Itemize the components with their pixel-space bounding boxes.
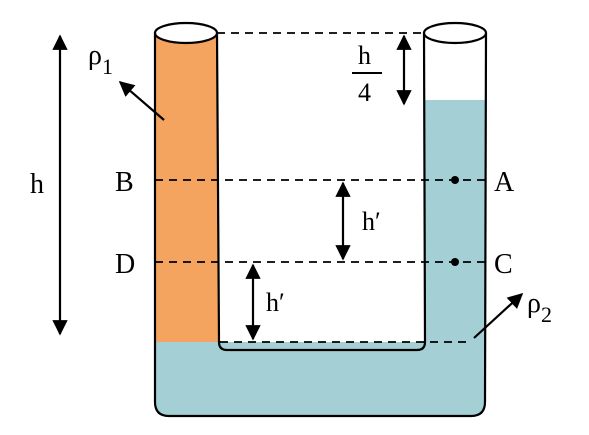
u-tube-outer-wall	[153, 32, 488, 418]
point-a-label: A	[494, 167, 515, 198]
liquid-1-left-column	[155, 35, 218, 342]
rho-2-subscript: 2	[541, 302, 552, 327]
right-tube-opening	[422, 21, 488, 45]
fraction-denominator: 4	[358, 78, 371, 107]
rho-1-subscript: 1	[102, 54, 113, 79]
point-a-dot	[451, 176, 459, 184]
h-prime-lower-label: h′	[266, 288, 285, 317]
rho-1-label: ρ1	[88, 40, 113, 79]
u-tube-inner-wall	[215, 32, 427, 352]
rho-1-pointer-arrow	[118, 80, 165, 121]
point-c-dot	[451, 258, 459, 266]
fraction-numerator: h	[358, 41, 371, 70]
point-d-label: D	[115, 249, 135, 280]
liquid-2-right-column	[425, 100, 485, 342]
left-tube-opening	[153, 21, 219, 45]
rho-2-pointer-arrow	[473, 292, 524, 339]
total-height-label: h	[30, 169, 44, 200]
point-b-label: B	[115, 167, 134, 198]
liquid-2-bottom	[155, 342, 485, 416]
h-prime-upper-label: h′	[362, 207, 381, 236]
rho-2-symbol: ρ	[527, 288, 541, 319]
rho-2-label: ρ2	[527, 288, 552, 327]
point-c-label: C	[494, 249, 513, 280]
rho-1-symbol: ρ	[88, 40, 102, 71]
